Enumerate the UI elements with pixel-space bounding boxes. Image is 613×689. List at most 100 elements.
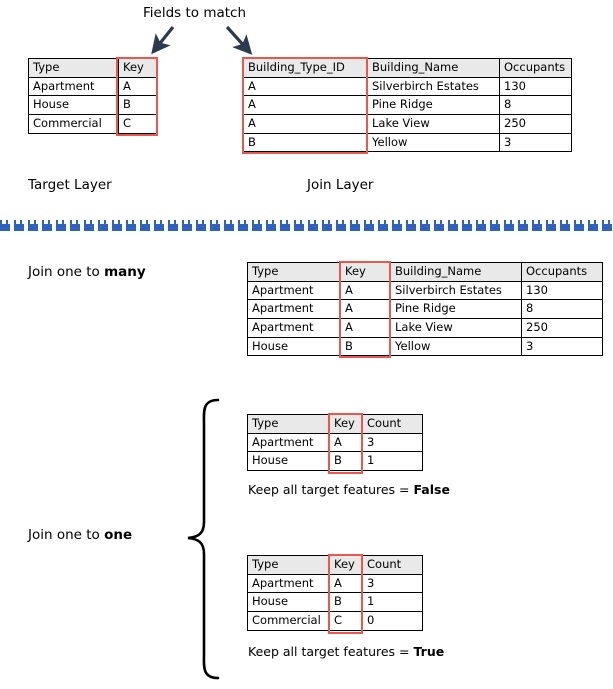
- column-header-0: Type: [247, 555, 330, 575]
- keep-true-prefix: Keep all target features =: [248, 644, 414, 659]
- table-cell-3: 250: [521, 317, 603, 338]
- table-cell-1: C: [118, 113, 157, 134]
- column-header-1: Key: [329, 555, 363, 575]
- table-cell-0: Apartment: [28, 76, 119, 97]
- column-header-2: Occupants: [499, 58, 572, 78]
- column-header-1: Key: [340, 262, 391, 282]
- table-cell-0: Apartment: [247, 573, 330, 594]
- arrow-down-right-icon: [225, 25, 253, 55]
- column-header-0: Type: [247, 414, 330, 434]
- table-cell-2: 0: [362, 610, 423, 631]
- column-header-1: Key: [118, 58, 157, 78]
- table-cell-1: Yellow: [367, 132, 500, 153]
- fields-to-match-text: Fields to match: [143, 5, 247, 21]
- keep-false-caption: Keep all target features = False: [248, 482, 450, 497]
- table-cell-2: 3: [499, 132, 572, 153]
- table-cell-0: House: [28, 95, 119, 115]
- keep-false-emphasis: False: [413, 482, 450, 497]
- join-one-to-many-label: Join one to many: [28, 264, 146, 281]
- table-cell-3: 8: [521, 299, 603, 319]
- table-cell-0: B: [243, 132, 368, 153]
- join-layer-label: Join Layer: [307, 177, 374, 194]
- table-cell-2: 3: [362, 432, 423, 453]
- table-cell-1: Silverbirch Estates: [367, 76, 500, 97]
- column-header-0: Type: [28, 58, 119, 78]
- table-cell-0: A: [243, 95, 368, 115]
- table-cell-2: 8: [499, 95, 572, 115]
- target-layer-text: Target Layer: [28, 177, 112, 193]
- table-cell-0: Commercial: [247, 610, 330, 631]
- keep-true-caption: Keep all target features = True: [248, 644, 445, 659]
- table-cell-2: Lake View: [390, 317, 522, 338]
- table-cell-1: B: [329, 592, 363, 612]
- table-cell-0: House: [247, 451, 330, 471]
- join-one-to-many-prefix: Join one to: [28, 264, 105, 280]
- table-cell-1: B: [340, 336, 391, 357]
- curly-brace-icon: [187, 398, 220, 680]
- table-cell-1: A: [118, 76, 157, 97]
- table-cell-0: House: [247, 336, 341, 357]
- table-cell-1: A: [340, 280, 391, 301]
- join-layer-text: Join Layer: [307, 177, 374, 193]
- join-one-to-one-prefix: Join one to: [28, 527, 105, 543]
- join-one-to-many-emphasis: many: [104, 264, 146, 280]
- table-cell-0: Commercial: [28, 113, 119, 134]
- table-cell-1: A: [340, 299, 391, 319]
- table-cell-2: Yellow: [390, 336, 522, 357]
- keep-true-emphasis: True: [413, 644, 445, 659]
- column-header-0: Type: [247, 262, 341, 282]
- table-cell-1: A: [340, 317, 391, 338]
- table-cell-2: 130: [499, 76, 572, 97]
- table-cell-2: Silverbirch Estates: [390, 280, 522, 301]
- join-one-to-one-label: Join one to one: [28, 527, 132, 544]
- fields-to-match-label: Fields to match: [143, 5, 247, 22]
- table-cell-2: 1: [362, 451, 423, 471]
- target-layer-label: Target Layer: [28, 177, 112, 194]
- dashed-divider-icon: [0, 220, 613, 231]
- arrow-down-left-icon: [151, 26, 175, 55]
- table-cell-1: Lake View: [367, 113, 500, 134]
- table-cell-1: C: [329, 610, 363, 631]
- table-cell-1: A: [329, 432, 363, 453]
- table-cell-1: Pine Ridge: [367, 95, 500, 115]
- table-cell-0: House: [247, 592, 330, 612]
- table-cell-1: B: [118, 95, 157, 115]
- table-cell-2: 3: [362, 573, 423, 594]
- table-cell-0: Apartment: [247, 280, 341, 301]
- column-header-1: Building_Name: [367, 58, 500, 78]
- keep-false-prefix: Keep all target features =: [248, 482, 414, 497]
- table-cell-2: 250: [499, 113, 572, 134]
- table-cell-0: A: [243, 113, 368, 134]
- column-header-2: Count: [362, 555, 423, 575]
- column-header-2: Building_Name: [390, 262, 522, 282]
- table-cell-3: 130: [521, 280, 603, 301]
- table-cell-3: 3: [521, 336, 603, 357]
- table-cell-0: A: [243, 76, 368, 97]
